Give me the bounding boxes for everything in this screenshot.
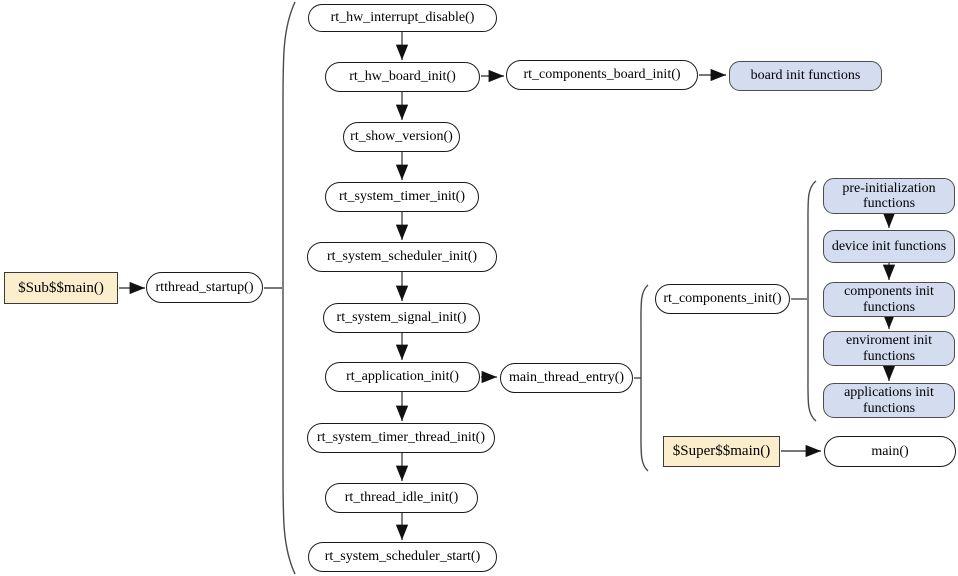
node-rt-system-timer-thread-init: rt_system_timer_thread_init() [307,423,495,453]
node-board-init-functions: board init functions [729,61,882,91]
node-rt-application-init: rt_application_init() [325,362,480,392]
brace-main-thread-entry-body [640,284,649,472]
node-device-init-functions: device init functions [823,230,955,263]
node-rt-hw-interrupt-disable: rt_hw_interrupt_disable() [308,4,497,32]
node-main-thread-entry: main_thread_entry() [500,363,633,393]
node-enviroment-init-functions: enviroment init functions [823,331,955,366]
node-applications-init-functions: applications init functions [823,383,955,418]
node-sub-main: $Sub$$main() [4,272,118,304]
node-super-main: $Super$$main() [663,436,780,467]
node-pre-initialization-functions: pre-initialization functions [823,178,955,214]
node-rt-components-board-init: rt_components_board_init() [506,60,698,90]
node-rt-show-version: rt_show_version() [343,122,460,152]
node-main: main() [824,436,956,467]
node-rt-system-signal-init: rt_system_signal_init() [323,303,480,333]
node-rt-hw-board-init: rt_hw_board_init() [325,62,480,92]
node-rt-system-timer-init: rt_system_timer_init() [325,182,479,212]
node-rtthread-startup: rtthread_startup() [146,272,263,303]
brace-rt-components-init-body [807,180,817,422]
node-rt-thread-idle-init: rt_thread_idle_init() [325,483,478,513]
node-components-init-functions: components init functions [823,282,955,317]
node-rt-components-init: rt_components_init() [655,284,790,314]
node-rt-system-scheduler-init: rt_system_scheduler_init() [307,242,497,272]
node-rt-system-scheduler-start: rt_system_scheduler_start() [308,542,497,572]
brace-rtthread-startup-body [282,1,296,575]
